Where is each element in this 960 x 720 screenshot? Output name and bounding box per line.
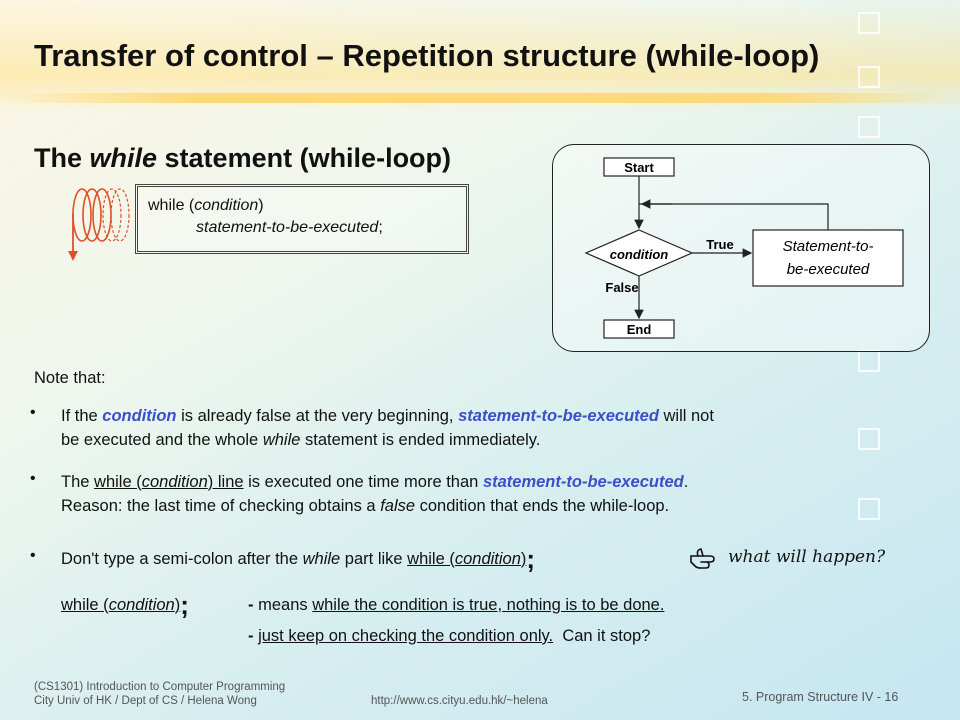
statement-line-1: Statement-to- xyxy=(783,238,874,255)
true-label: True xyxy=(706,237,733,252)
b3-condition: condition xyxy=(454,550,521,568)
end-label: End xyxy=(627,322,652,337)
syntax-condition: condition xyxy=(194,197,259,214)
bullet-dot: • xyxy=(30,404,36,421)
slide-title: Transfer of control – Repetition structu… xyxy=(34,38,820,73)
footer-course-line-1: (CS1301) Introduction to Computer Progra… xyxy=(34,681,286,693)
footer-course: (CS1301) Introduction to Computer Progra… xyxy=(34,680,285,708)
syntax-semicolon: ; xyxy=(378,219,383,236)
b2-u-text: while ( xyxy=(94,473,142,491)
b1-text: is already false at the very beginning, xyxy=(176,407,459,425)
b1-while: while xyxy=(262,431,301,449)
sub-means-line: - means while the condition is true, not… xyxy=(248,593,664,617)
syntax-statement: statement-to-be-executed xyxy=(196,219,379,236)
sub-semicolon: ; xyxy=(180,590,189,620)
sub-dash: - xyxy=(248,627,259,645)
flowchart-diagram: Start condition True Statement-to- be-ex… xyxy=(584,157,904,339)
bullet-3-line: Don't type a semi-colon after the while … xyxy=(61,544,536,574)
b2-while-line: while (condition) line xyxy=(94,473,244,491)
b2-text: . xyxy=(683,473,689,491)
syntax-line-1: while (condition) xyxy=(148,195,466,217)
deco-square xyxy=(858,66,880,88)
title-underline xyxy=(0,93,960,103)
b1-text: statement is ended immediately. xyxy=(300,431,541,449)
b1-statement: statement-to-be-executed xyxy=(458,407,659,425)
condition-label: condition xyxy=(610,247,669,262)
b2-u-text: ) line xyxy=(207,473,244,491)
sub-keep-underlined: just keep on checking the condition only… xyxy=(258,627,554,645)
b3-semicolon: ; xyxy=(526,544,536,574)
statement-box xyxy=(752,229,904,287)
note-intro: Note that: xyxy=(34,369,106,387)
what-will-happen-text: what will happen? xyxy=(728,547,886,567)
b1-condition: condition xyxy=(102,407,177,425)
deco-square xyxy=(858,116,880,138)
bullet-1-line-2: be executed and the whole while statemen… xyxy=(61,428,540,452)
section-heading: The while statement (while-loop) xyxy=(34,143,451,174)
b1-text: be executed and the whole xyxy=(61,431,263,449)
bullet-dot: • xyxy=(30,547,36,564)
sub-example: while (condition); xyxy=(61,590,189,620)
b2-text: Reason: the last time of checking obtain… xyxy=(61,497,381,515)
sub-u-text: while ( xyxy=(61,596,109,614)
b2-false: false xyxy=(380,497,416,515)
b3-while: while xyxy=(302,550,341,568)
section-suffix: statement (while-loop) xyxy=(157,143,452,173)
b2-statement: statement-to-be-executed xyxy=(482,473,684,491)
sub-u-text: ) xyxy=(174,596,181,614)
sub-condition: condition xyxy=(108,596,175,614)
deco-square xyxy=(858,350,880,372)
b2-text: is executed one time more than xyxy=(243,473,483,491)
b2-text: The xyxy=(61,473,95,491)
end-box xyxy=(603,319,675,339)
section-keyword: while xyxy=(89,143,158,173)
b1-text: If the xyxy=(61,407,103,425)
b3-u-text: while ( xyxy=(407,550,455,568)
sub-means-underlined: while the condition is true, nothing is … xyxy=(312,596,665,614)
b3-text: part like xyxy=(340,550,408,568)
deco-square xyxy=(858,498,880,520)
b3-example: while (condition) xyxy=(407,550,526,568)
pointing-hand-icon xyxy=(690,548,715,569)
sub-example-code: while (condition) xyxy=(61,596,180,614)
sub-dash: - xyxy=(248,596,259,614)
while-syntax-box: while (condition) statement-to-be-execut… xyxy=(135,184,469,254)
section-prefix: The xyxy=(34,143,90,173)
b1-text: will not xyxy=(658,407,714,425)
spiral-loop-icon xyxy=(68,188,130,261)
false-label: False xyxy=(605,280,638,295)
syntax-while: while ( xyxy=(148,197,195,214)
b2-condition: condition xyxy=(141,473,208,491)
footer-page-number: 5. Program Structure IV - 16 xyxy=(742,690,899,704)
footer-course-line-2: City Univ of HK / Dept of CS / Helena Wo… xyxy=(34,695,257,707)
footer-url: http://www.cs.cityu.edu.hk/~helena xyxy=(371,695,548,707)
bullet-1-line-1: If the condition is already false at the… xyxy=(61,404,714,428)
sub-keep-line: - just keep on checking the condition on… xyxy=(248,624,650,648)
sub-text: Can it stop? xyxy=(553,627,651,645)
bullet-2-line-1: The while (condition) line is executed o… xyxy=(61,470,688,494)
b3-text: Don't type a semi-colon after the xyxy=(61,550,303,568)
syntax-line-2: statement-to-be-executed; xyxy=(148,217,466,239)
statement-line-2: be-executed xyxy=(787,261,870,278)
sub-text: means xyxy=(258,596,313,614)
bullet-2-line-2: Reason: the last time of checking obtain… xyxy=(61,494,669,518)
syntax-close-paren: ) xyxy=(258,197,264,214)
deco-square xyxy=(858,428,880,450)
start-label: Start xyxy=(624,160,654,175)
bullet-dot: • xyxy=(30,470,36,487)
deco-square xyxy=(858,12,880,34)
b3-u-text: ) xyxy=(520,550,527,568)
b2-text: condition that ends the while-loop. xyxy=(415,497,670,515)
